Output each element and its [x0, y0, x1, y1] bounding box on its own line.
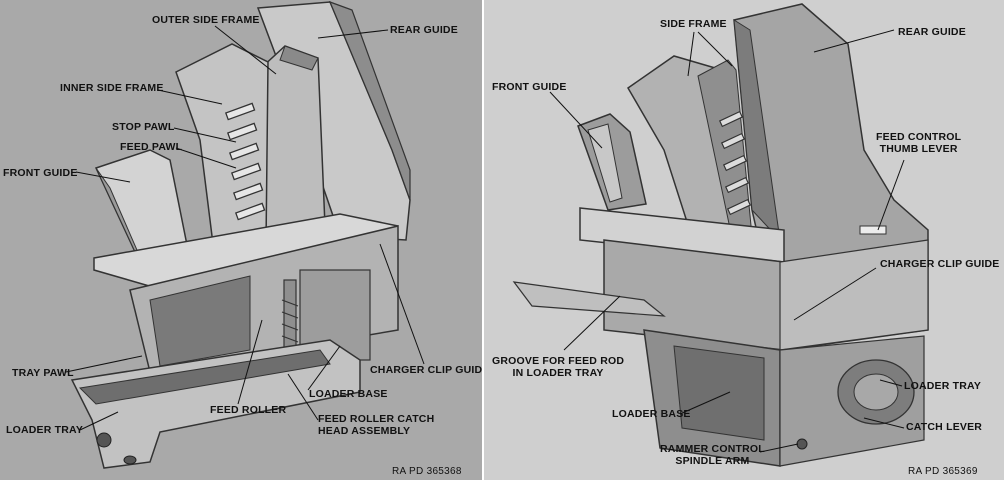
- label-charger-clip-guide-right: CHARGER CLIP GUIDE: [880, 258, 1000, 270]
- label-feed-pawl: FEED PAWL: [120, 141, 183, 153]
- label-rear-guide: REAR GUIDE: [390, 24, 458, 36]
- label-feed-roller-catch: FEED ROLLER CATCH HEAD ASSEMBLY: [318, 413, 434, 437]
- label-feed-control-line2: THUMB LEVER: [879, 143, 958, 155]
- label-groove-line2: IN LOADER TRAY: [512, 367, 604, 379]
- label-loader-tray-right: LOADER TRAY: [904, 380, 982, 392]
- label-front-guide: FRONT GUIDE: [3, 167, 78, 179]
- label-rear-guide-right: REAR GUIDE: [898, 26, 966, 38]
- label-feed-roller: FEED ROLLER: [210, 404, 287, 416]
- label-outer-side-frame: OUTER SIDE FRAME: [152, 14, 260, 26]
- label-catch-lever: CATCH LEVER: [906, 421, 983, 433]
- label-feed-control-thumb-lever: FEED CONTROL THUMB LEVER: [876, 131, 961, 155]
- label-loader-tray: LOADER TRAY: [6, 424, 84, 436]
- label-rammer-control-spindle-arm: RAMMER CONTROL SPINDLE ARM: [660, 443, 765, 467]
- left-figure-panel: OUTER SIDE FRAME REAR GUIDE INNER SIDE F…: [0, 0, 482, 480]
- label-charger-clip-guide: CHARGER CLIP GUIDE: [370, 364, 482, 376]
- figure-reference-left: RA PD 365368: [392, 466, 462, 477]
- label-loader-base-right: LOADER BASE: [612, 408, 691, 420]
- label-side-frame: SIDE FRAME: [660, 18, 727, 30]
- left-loader-illustration: [65, 0, 425, 469]
- label-tray-pawl: TRAY PAWL: [12, 367, 74, 379]
- label-front-guide-right: FRONT GUIDE: [492, 81, 567, 93]
- label-groove-for-feed-rod: GROOVE FOR FEED ROD IN LOADER TRAY: [492, 355, 624, 379]
- label-loader-base: LOADER BASE: [309, 388, 388, 400]
- label-rammer-line2: SPINDLE ARM: [675, 455, 750, 467]
- label-rammer-line1: RAMMER CONTROL: [660, 443, 765, 455]
- label-inner-side-frame: INNER SIDE FRAME: [60, 82, 164, 94]
- label-groove-line1: GROOVE FOR FEED ROD: [492, 355, 625, 367]
- label-feed-control-line1: FEED CONTROL: [876, 131, 962, 143]
- right-figure-panel: SIDE FRAME REAR GUIDE FRONT GUIDE FEED C…: [484, 0, 1004, 480]
- label-stop-pawl: STOP PAWL: [112, 121, 175, 133]
- label-feed-roller-catch-line2: HEAD ASSEMBLY: [318, 425, 411, 437]
- right-loader-illustration: [512, 3, 929, 467]
- panel-divider: [482, 0, 484, 480]
- label-feed-roller-catch-line1: FEED ROLLER CATCH: [318, 413, 435, 425]
- figure-reference-right: RA PD 365369: [908, 466, 978, 477]
